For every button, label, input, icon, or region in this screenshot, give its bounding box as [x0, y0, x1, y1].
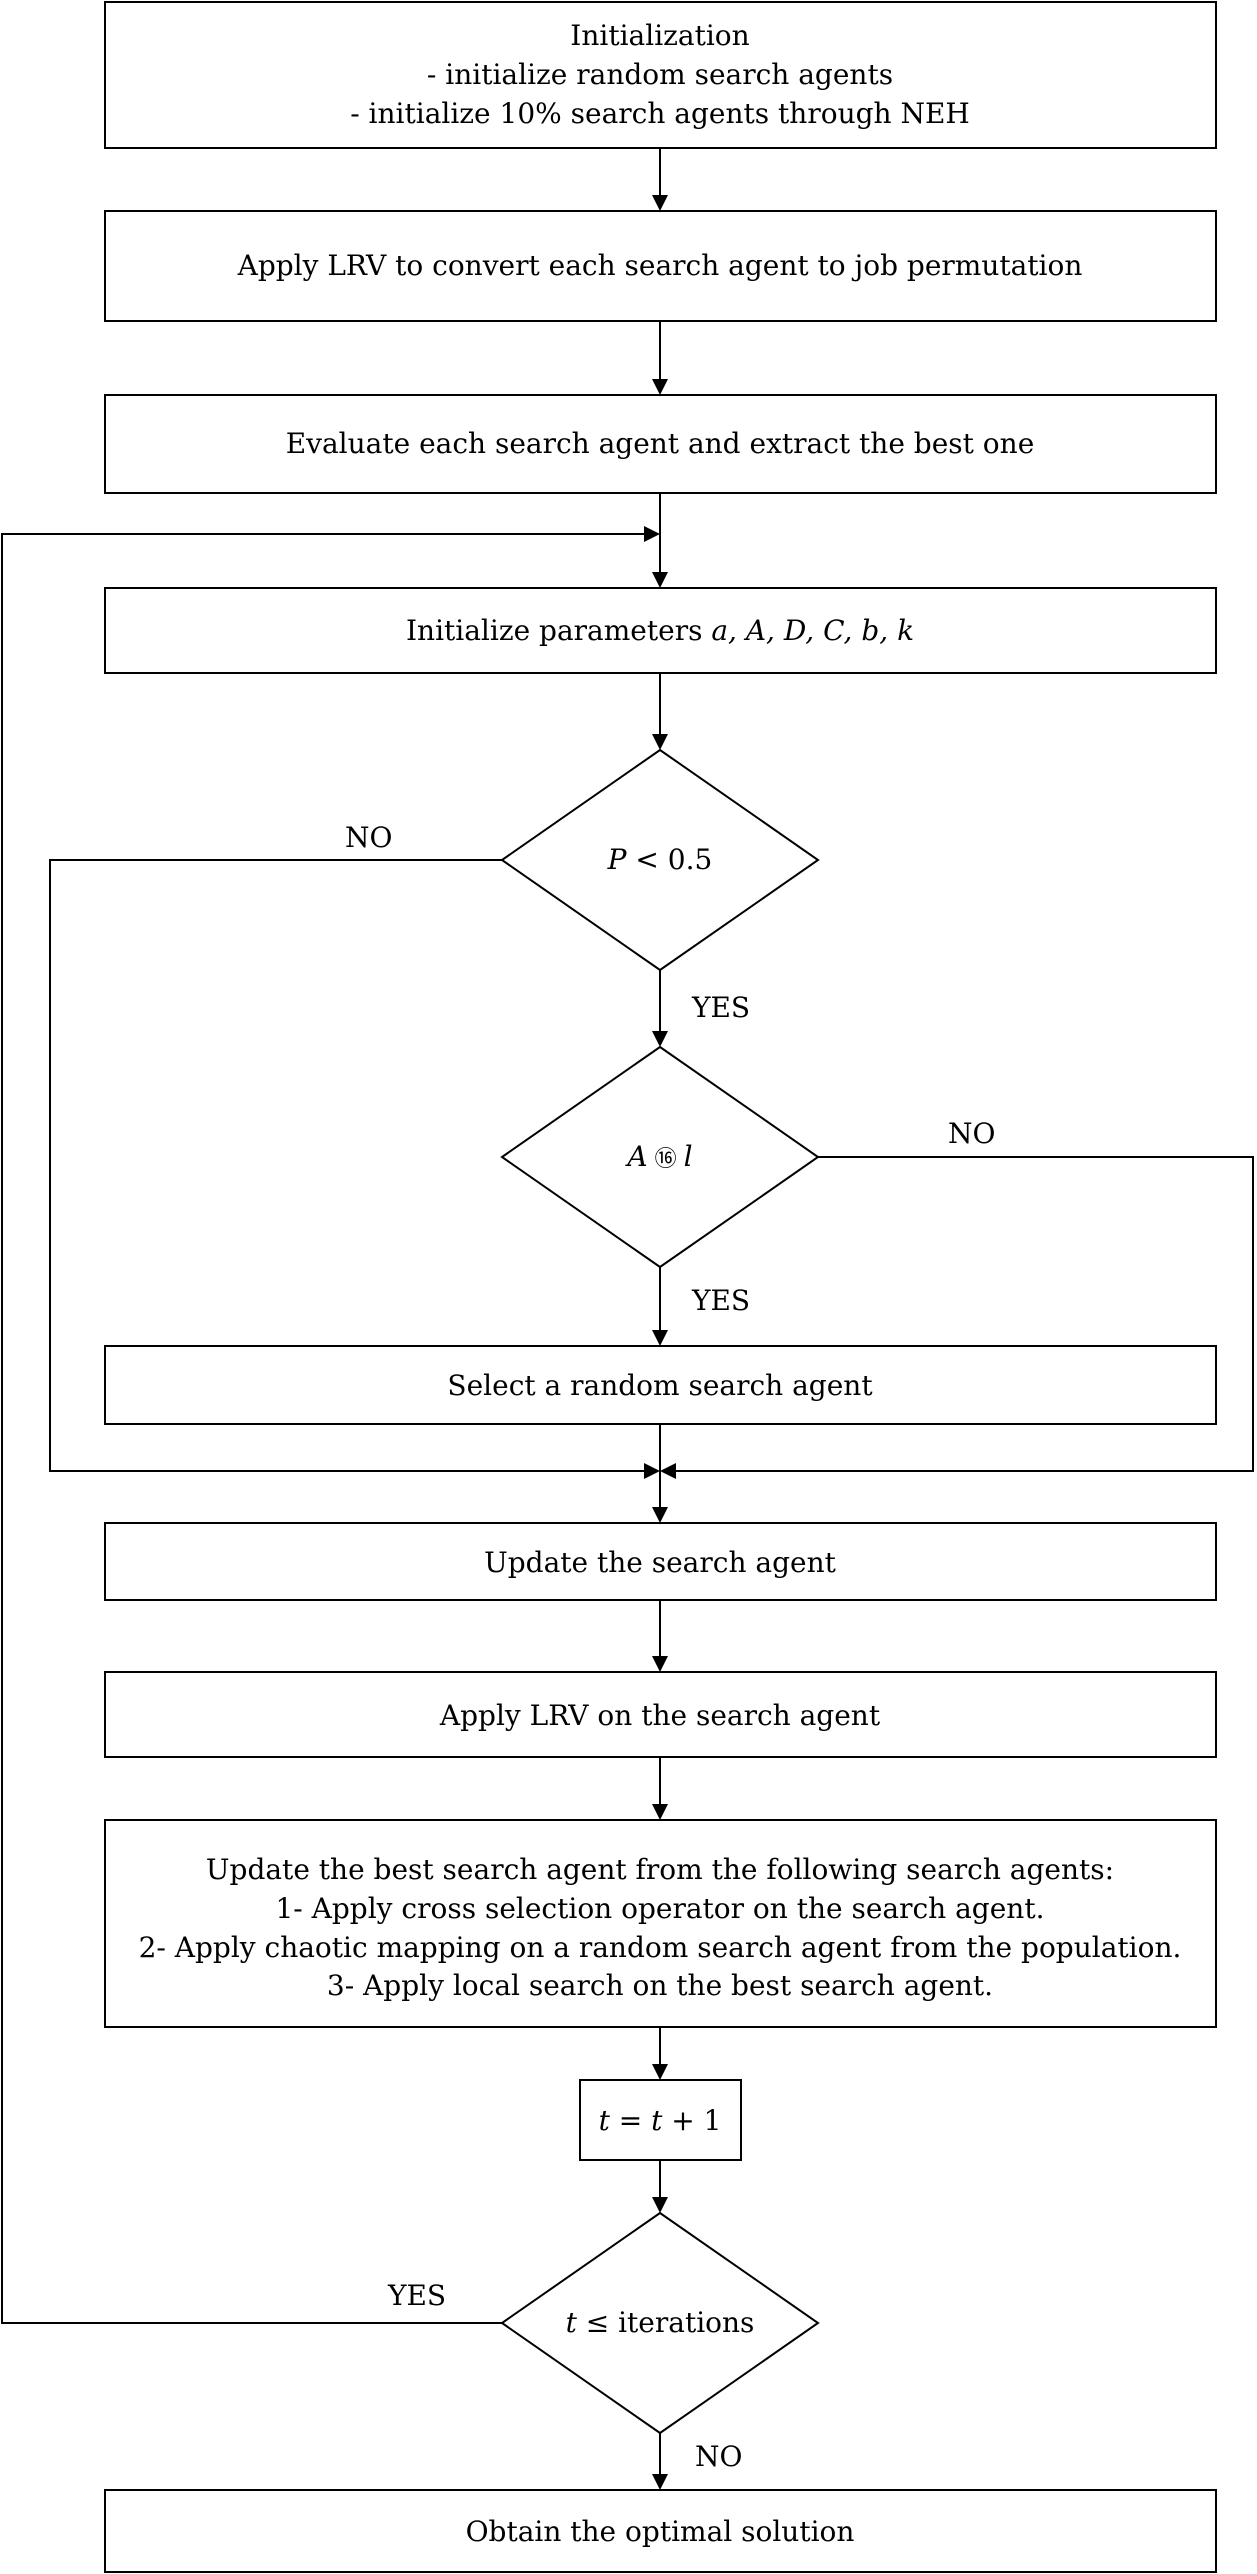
- apply-lrv-convert-box: [104, 210, 1217, 322]
- initialization-box: [104, 1, 1217, 149]
- update-best-title: Update the best search agent from the fo…: [206, 1853, 1114, 1886]
- increment-var2: t: [651, 2104, 663, 2137]
- decision-p-yes-label: YES: [691, 991, 750, 1024]
- arrowhead-loop-back: [644, 526, 660, 542]
- init-params-box: [104, 587, 1217, 674]
- update-best-line-3: 3- Apply local search on the best search…: [327, 1969, 993, 2002]
- decision-a-var: A: [624, 1140, 647, 1173]
- arrowhead-update-to-lrv: [652, 1656, 668, 1672]
- update-agent-box: [104, 1522, 1217, 1601]
- select-random-text: Select a random search agent: [447, 1369, 873, 1402]
- arrowhead-evaluate-to-params: [652, 572, 668, 588]
- arrowhead-increment-to-decision-t: [652, 2197, 668, 2213]
- decision-a-var2: l: [684, 1140, 693, 1173]
- arrowhead-params-to-decision-p: [652, 734, 668, 750]
- arrowhead-lrv-to-best: [652, 1804, 668, 1820]
- decision-p-text: P < 0.5: [607, 843, 713, 876]
- decision-a-no-label: NO: [948, 1117, 995, 1150]
- decision-p-var: P: [607, 843, 628, 876]
- decision-a-text: A ⑯ l: [624, 1140, 692, 1173]
- decision-p-no-label: NO: [345, 821, 392, 854]
- arrowhead-decision-a-no: [660, 1463, 676, 1479]
- connector-decision-a-no: [674, 1156, 1254, 1472]
- initialization-title: Initialization: [570, 19, 749, 52]
- arrowhead-select-to-update: [652, 1507, 668, 1523]
- decision-t-no-label: NO: [695, 2440, 742, 2473]
- evaluate-text: Evaluate each search agent and extract t…: [286, 427, 1035, 460]
- increment-rest2: + 1: [662, 2104, 721, 2137]
- increment-box: [579, 2079, 742, 2161]
- decision-t-rest: ≤ iterations: [577, 2306, 755, 2339]
- initialization-line-2: - initialize 10% search agents through N…: [350, 97, 970, 130]
- init-params-text: Initialize parameters a, A, D, C, b, k: [406, 614, 914, 647]
- increment-text: t = t + 1: [599, 2104, 722, 2137]
- arrowhead-decision-a-yes: [652, 1330, 668, 1346]
- decision-t-var: t: [566, 2306, 578, 2339]
- decision-a-yes-label: YES: [691, 1284, 750, 1317]
- select-random-box: [104, 1345, 1217, 1425]
- initialization-line-1: - initialize random search agents: [427, 58, 893, 91]
- evaluate-box: [104, 394, 1217, 494]
- decision-a-op: ⑯: [648, 1147, 684, 1172]
- decision-p-rest: < 0.5: [627, 843, 713, 876]
- arrowhead-lrv-to-evaluate: [652, 379, 668, 395]
- arrowhead-decision-p-no: [644, 1463, 660, 1479]
- init-params-vars: a, A, D, C, b, k: [711, 614, 914, 647]
- update-best-line-1: 1- Apply cross selection operator on the…: [275, 1892, 1044, 1925]
- obtain-box: [104, 2489, 1217, 2573]
- increment-rest: =: [610, 2104, 651, 2137]
- update-agent-text: Update the search agent: [484, 1546, 836, 1579]
- decision-t-yes-label: YES: [387, 2279, 446, 2312]
- apply-lrv-on-text: Apply LRV on the search agent: [439, 1699, 881, 1732]
- update-best-line-2: 2- Apply chaotic mapping on a random sea…: [139, 1931, 1182, 1964]
- apply-lrv-on-box: [104, 1671, 1217, 1758]
- connector-decision-p-no: [49, 859, 646, 1472]
- obtain-text: Obtain the optimal solution: [466, 2515, 855, 2548]
- apply-lrv-convert-text: Apply LRV to convert each search agent t…: [237, 249, 1083, 282]
- init-params-prefix: Initialize parameters: [406, 614, 711, 647]
- arrowhead-init-to-lrv: [652, 195, 668, 211]
- arrowhead-decision-t-no: [652, 2474, 668, 2490]
- arrowhead-decision-p-yes: [652, 1031, 668, 1047]
- arrowhead-best-to-increment: [652, 2064, 668, 2080]
- decision-t-text: t ≤ iterations: [566, 2306, 755, 2339]
- increment-var: t: [599, 2104, 611, 2137]
- connector-loop-back: [1, 533, 646, 2324]
